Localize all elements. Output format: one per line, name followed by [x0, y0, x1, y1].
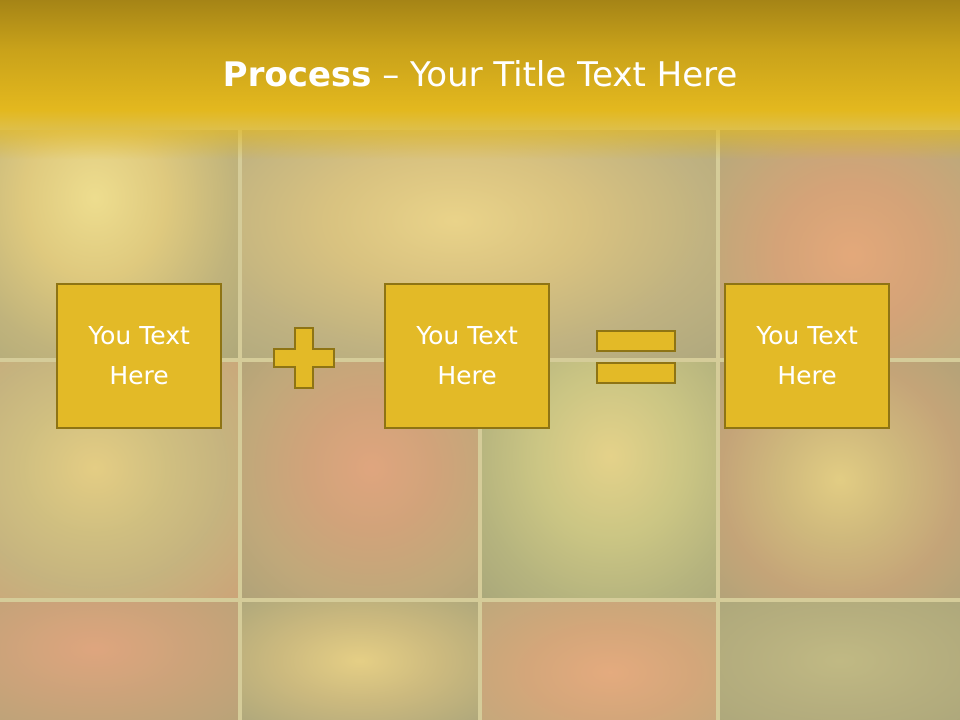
- text-box-2-line-1: You Text: [416, 321, 518, 350]
- title-band: [0, 0, 960, 160]
- text-box-1[interactable]: You Text Here: [56, 283, 222, 429]
- text-box-1-line-1: You Text: [88, 321, 190, 350]
- text-box-3-line-1: You Text: [756, 321, 858, 350]
- text-box-3-line-2: Here: [777, 361, 837, 390]
- text-box-3[interactable]: You Text Here: [724, 283, 890, 429]
- plus-icon: [273, 327, 335, 389]
- title-text-part: Your Title Text Here: [410, 55, 738, 95]
- title-bold-part: Process: [222, 55, 372, 95]
- text-box-1-line-2: Here: [109, 361, 169, 390]
- title-dash: –: [371, 55, 411, 95]
- text-box-2[interactable]: You Text Here: [384, 283, 550, 429]
- text-box-2-line-2: Here: [437, 361, 497, 390]
- slide-title[interactable]: Process – Your Title Text Here: [0, 52, 960, 98]
- equals-icon: [596, 330, 676, 384]
